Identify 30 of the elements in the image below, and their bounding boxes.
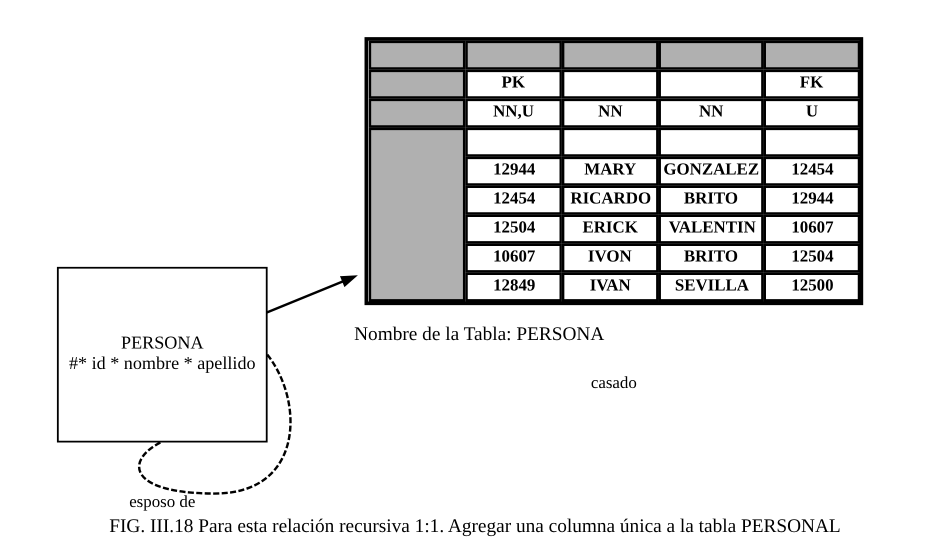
label: 12944 bbox=[492, 159, 535, 178]
node-label: Nombre de la Tabla: PERSONA bbox=[354, 324, 604, 345]
edge-label: esposo de bbox=[128, 492, 195, 512]
label: 10607 bbox=[790, 217, 834, 236]
label: GONZALEZ bbox=[662, 159, 759, 178]
label: PK bbox=[501, 72, 525, 92]
label: 12454 bbox=[492, 188, 535, 208]
label: 10607 bbox=[492, 246, 535, 266]
caption: FIG. III.18 Para esta relación recursiva 1:1. Agregar una columna única a la tabla PERSONAL bbox=[108, 516, 840, 537]
label: FK bbox=[799, 72, 823, 92]
label: casado bbox=[590, 373, 636, 392]
label: U bbox=[805, 101, 818, 120]
label: NN,U bbox=[492, 101, 534, 120]
label: NN bbox=[698, 101, 723, 120]
label: NN bbox=[598, 101, 622, 120]
label: IVON bbox=[587, 246, 632, 266]
label: 12504 bbox=[790, 246, 834, 266]
label: 12500 bbox=[790, 275, 834, 294]
label: 12849 bbox=[492, 275, 535, 294]
label: VALENTIN bbox=[668, 217, 756, 236]
label: ERICK bbox=[582, 217, 638, 236]
label: 12944 bbox=[790, 188, 834, 208]
label: BRITO bbox=[683, 188, 738, 208]
label: RICARDO bbox=[570, 188, 651, 208]
label: 12454 bbox=[790, 159, 834, 178]
label: SEVILLA bbox=[674, 275, 749, 294]
label: IVAN bbox=[589, 275, 630, 294]
label: 12504 bbox=[492, 217, 535, 236]
label: BRITO bbox=[683, 246, 738, 266]
label: MARY bbox=[584, 159, 636, 178]
